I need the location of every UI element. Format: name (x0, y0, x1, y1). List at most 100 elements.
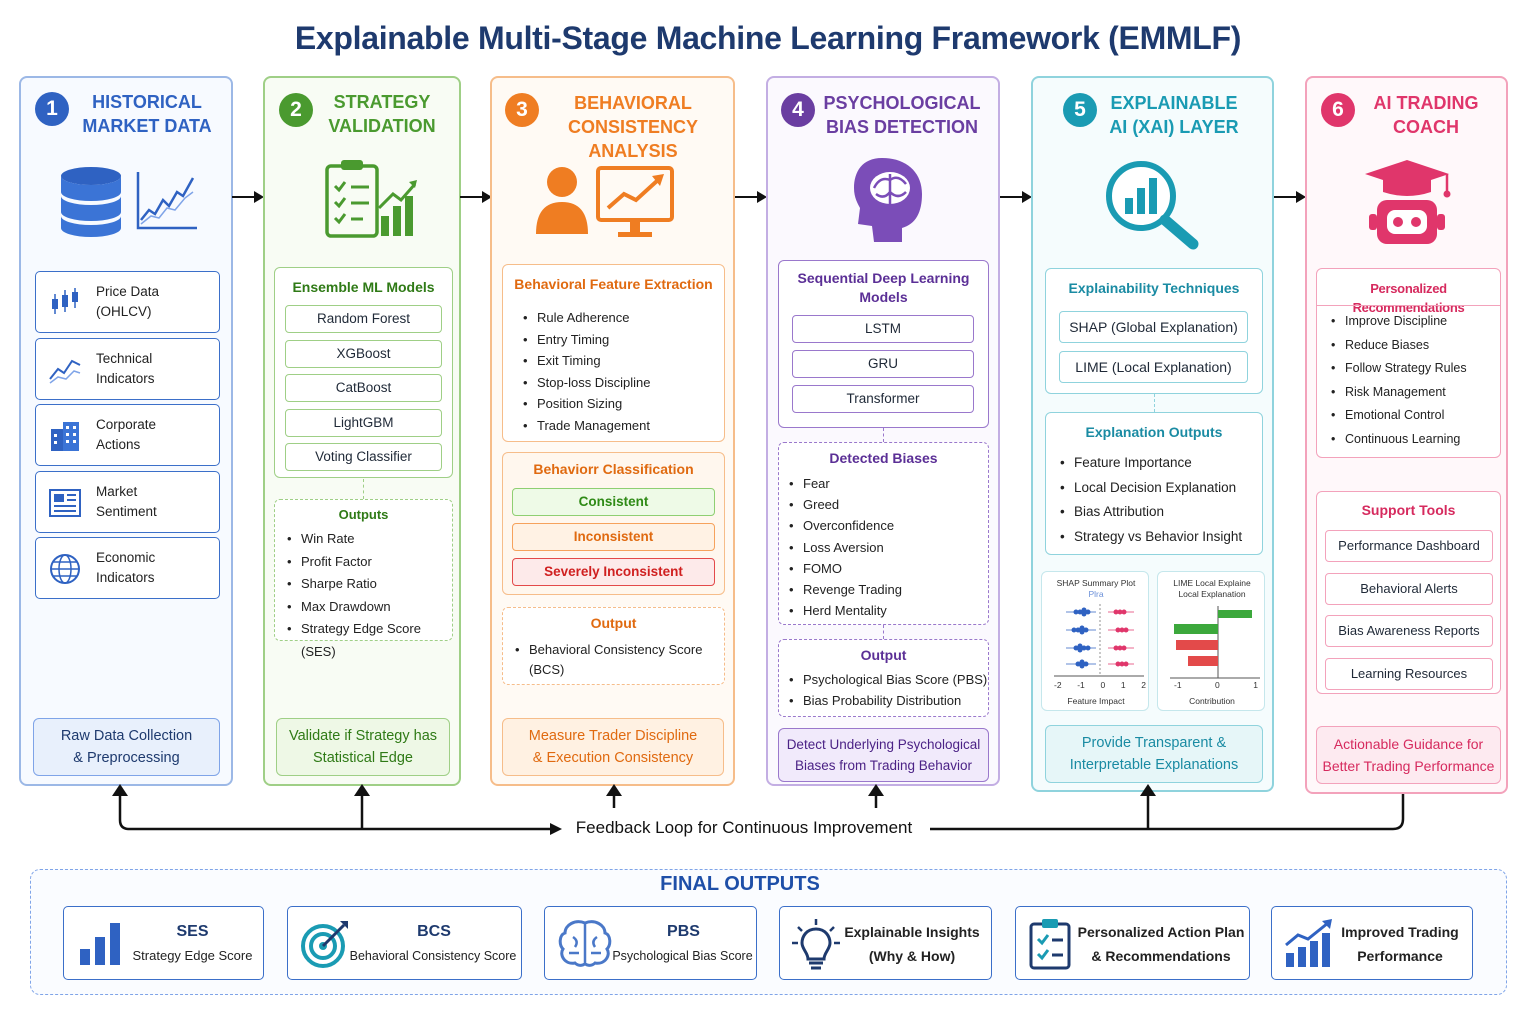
divider (1317, 305, 1500, 306)
final-outputs-title: FINAL OUTPUTS (660, 873, 820, 895)
list-item: Bias Attribution (1060, 500, 1242, 525)
output-list: Behavioral Consistency Score(BCS) (515, 640, 702, 680)
list-item: Reduce Biases (1331, 334, 1467, 358)
flow-arrow (1000, 191, 1032, 203)
explanation-outputs-panel: Explanation Outputs Feature Importance L… (1045, 412, 1263, 555)
list-item: Psychological Bias Score (PBS) (789, 669, 987, 690)
model-item: XGBoost (285, 340, 442, 368)
xai-techniques-panel: Explainability Techniques SHAP (Global E… (1045, 268, 1263, 394)
growth-chart-icon (1285, 919, 1332, 967)
list-item: Fear (789, 473, 902, 494)
target-icon (301, 921, 348, 968)
clipboard-check-icon (1029, 919, 1071, 970)
model-item: Voting Classifier (285, 443, 442, 471)
final-output-insights: Explainable Insights(Why & How) (779, 906, 992, 980)
list-item: Follow Strategy Rules (1331, 357, 1467, 381)
final-outputs-panel (30, 869, 1507, 995)
class-consistent: Consistent (512, 488, 715, 516)
panel-heading: Ensemble ML Models (292, 279, 435, 295)
robot-graduate-icon (1365, 160, 1451, 244)
panel-heading: Outputs (338, 507, 389, 522)
model-item: GRU (792, 350, 974, 378)
connector-line (363, 479, 364, 499)
model-item: LightGBM (285, 409, 442, 437)
magnifier-chart-icon (1106, 161, 1199, 250)
flow-arrow (232, 191, 264, 203)
trend-line-icon (49, 359, 81, 384)
panel-heading: Explanation Outputs (1085, 424, 1223, 440)
list-item: Win Rate (287, 528, 452, 551)
tool-item: Bias Awareness Reports (1325, 615, 1493, 647)
outputs-panel: Outputs Win Rate Profit Factor Sharpe Ra… (274, 499, 453, 659)
model-item: LSTM (792, 315, 974, 343)
list-item: Entry Timing (523, 329, 650, 351)
final-output-ses: SES Strategy Edge Score (63, 906, 264, 980)
list-item: Risk Management (1331, 381, 1467, 405)
flow-arrow (735, 191, 767, 203)
list-item: Position Sizing (523, 393, 650, 415)
technique-lime: LIME (Local Explanation) (1059, 351, 1248, 383)
feature-extraction-panel: Behavioral Feature Extraction Rule Adher… (502, 264, 725, 442)
source-price-data: Price Data(OHLCV) (35, 271, 220, 333)
stage-summary: Provide Transparent &Interpretable Expla… (1045, 725, 1263, 783)
flow-arrow (1274, 191, 1306, 203)
model-item: Random Forest (285, 305, 442, 333)
pbs-output-panel: Output Psychological Bias Score (PBS) Bi… (778, 639, 989, 717)
stage-summary: Raw Data Collection& Preprocessing (33, 718, 220, 776)
stage-number: 6 (1321, 93, 1355, 127)
biases-list: Fear Greed Overconfidence Loss Aversion … (789, 473, 902, 622)
list-item: Rule Adherence (523, 307, 650, 329)
technique-shap: SHAP (Global Explanation) (1059, 311, 1248, 343)
list-item: FOMO (789, 558, 902, 579)
list-item: Local Decision Explanation (1060, 476, 1242, 501)
outputs-list: Win Rate Profit Factor Sharpe Ratio Max … (287, 528, 452, 663)
final-output-action-plan: Personalized Action Plan& Recommendation… (1015, 906, 1250, 980)
stage-number: 4 (781, 93, 815, 127)
lightbulb-icon (792, 919, 840, 970)
line-chart-icon (136, 172, 197, 230)
panel-heading: Explainability Techniques (1068, 280, 1240, 296)
recommendations-panel: Personalized Recommendations Improve Dis… (1316, 268, 1501, 458)
list-item: Behavioral Consistency Score(BCS) (515, 640, 702, 680)
list-item: Profit Factor (287, 551, 452, 574)
newspaper-icon (49, 489, 81, 517)
stage-summary: Measure Trader Discipline& Execution Con… (502, 718, 724, 776)
brain-head-icon (854, 158, 922, 242)
database-icon (61, 167, 121, 237)
stage-number: 5 (1063, 93, 1097, 127)
clipboard-growth-icon (325, 160, 417, 238)
detected-biases-panel: Detected Biases Fear Greed Overconfidenc… (778, 442, 989, 625)
list-item: Feature Importance (1060, 451, 1242, 476)
list-item: Overconfidence (789, 515, 902, 536)
explanations-list: Feature Importance Local Decision Explan… (1060, 451, 1242, 549)
list-item: Revenge Trading (789, 579, 902, 600)
panel-heading: Behaviorr Classification (533, 461, 694, 477)
class-inconsistent: Inconsistent (512, 523, 715, 551)
bar-chart-icon (80, 923, 120, 965)
list-item: Strategy vs Behavior Insight (1060, 525, 1242, 550)
tool-item: Behavioral Alerts (1325, 573, 1493, 605)
stage-number: 2 (279, 93, 313, 127)
list-item: Sharpe Ratio (287, 573, 452, 596)
support-tools-panel: Support Tools Performance Dashboard Beha… (1316, 491, 1501, 694)
tool-item: Learning Resources (1325, 658, 1493, 690)
axis-label: Contribution (1189, 696, 1235, 706)
list-item: Strategy Edge Score (SES) (287, 618, 452, 663)
stage-number: 1 (35, 92, 69, 126)
list-item: Stop-loss Discipline (523, 372, 650, 394)
list-item: Loss Aversion (789, 537, 902, 558)
